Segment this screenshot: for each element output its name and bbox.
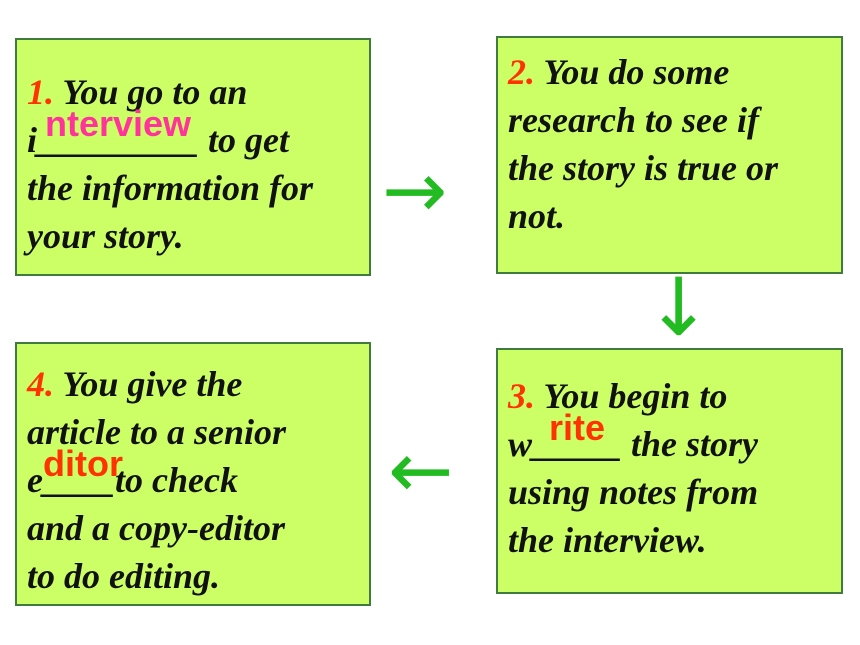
step-2-line-3: the story is true or — [508, 148, 779, 188]
write-answer: rite — [549, 407, 606, 448]
step-3-line-1: 3. You begin to — [508, 376, 728, 416]
step-2-line-2: research to see if — [508, 100, 759, 140]
step-3-line-4: the interview. — [508, 520, 707, 560]
step-4-line-2: article to a senior — [27, 412, 286, 452]
arrow-right-icon: → — [382, 146, 448, 236]
step-2-line-4: not. — [508, 196, 566, 236]
step-3-number: 3. — [508, 376, 535, 416]
editor-blank: ____ditor — [42, 443, 123, 500]
step-4-line-1: 4. You give the — [27, 364, 243, 404]
arrow-left-icon: ← — [388, 426, 454, 516]
step-1-line-3: the information for — [27, 168, 314, 208]
interview-blank: _________nterview — [37, 103, 200, 160]
step-1-box: 1. You go to an i_________nterview to ge… — [15, 38, 371, 276]
step-2-number: 2. — [508, 52, 535, 92]
step-4-line-4: and a copy-editor — [27, 508, 285, 548]
interview-answer: nterview — [44, 103, 192, 144]
step-2-line-1: 2. You do some — [508, 52, 730, 92]
step-1-line-4: your story. — [27, 216, 184, 256]
step-3-line-3: using notes from — [508, 472, 759, 512]
step-4-box: 4. You give the article to a senior e___… — [15, 342, 371, 606]
arrow-down-icon: ↓ — [645, 261, 713, 354]
write-blank: _____rite — [532, 407, 623, 464]
step-4-line-5: to do editing. — [27, 556, 221, 596]
step-3-line-2: w_____rite the story — [508, 407, 841, 468]
step-1-line-2: i_________nterview to get — [27, 103, 369, 164]
step-1-number: 1. — [27, 72, 54, 112]
editor-answer: ditor — [42, 443, 123, 484]
step-3-box: 3. You begin to w_____rite the story usi… — [496, 348, 843, 594]
step-4-number: 4. — [27, 364, 54, 404]
step-2-box: 2. You do some research to see if the st… — [496, 36, 843, 274]
step-1-line-1: 1. You go to an — [27, 72, 248, 112]
